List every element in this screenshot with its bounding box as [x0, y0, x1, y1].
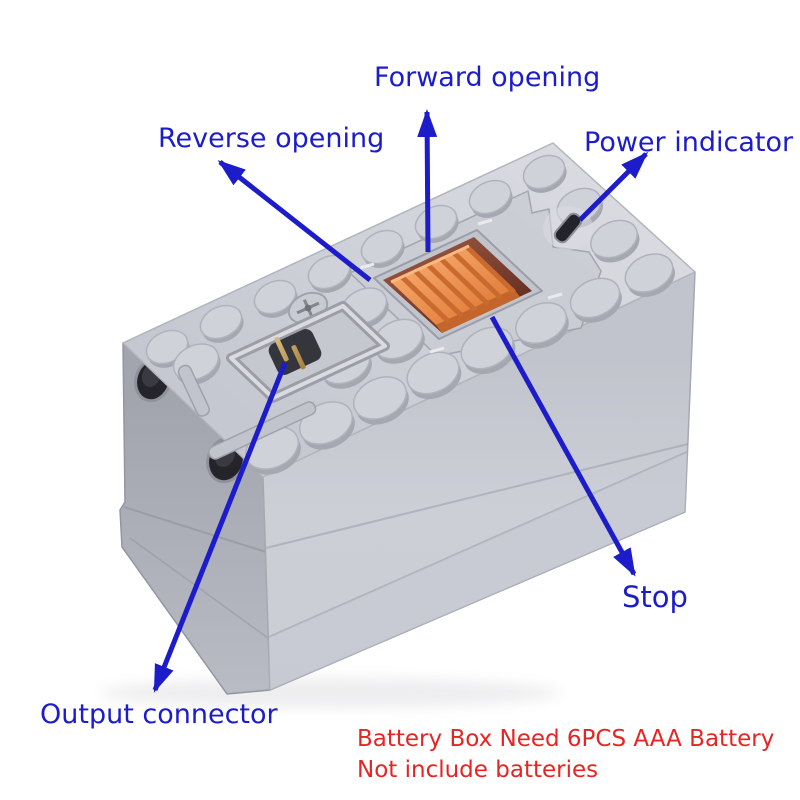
stud — [352, 376, 409, 425]
stud — [307, 254, 352, 293]
label-forward-opening: Forward opening — [374, 62, 601, 93]
stud — [590, 219, 640, 263]
label-output-connector: Output connector — [40, 699, 278, 730]
label-reverse-opening: Reverse opening — [158, 123, 385, 154]
stud — [460, 326, 516, 375]
stud — [360, 229, 405, 268]
label-stop: Stop — [622, 580, 688, 614]
stud — [199, 304, 244, 343]
right-face — [262, 271, 696, 691]
ground-shadow — [100, 678, 560, 708]
arrow-forward-opening — [417, 109, 438, 253]
switch-markers — [359, 218, 563, 354]
switch-orange — [390, 244, 520, 333]
arrow-output-connector — [152, 362, 288, 693]
stud — [515, 302, 569, 349]
stud — [624, 253, 676, 298]
note-batteries-not-included: Not include batteries — [357, 757, 599, 783]
studs — [145, 154, 676, 475]
note-battery-requirement: Battery Box Need 6PCS AAA Battery — [357, 726, 775, 752]
stud — [468, 179, 513, 218]
arrow-reverse-opening — [217, 160, 372, 282]
arrow-stop — [489, 315, 637, 577]
connector-pins — [274, 337, 306, 370]
label-power-indicator: Power indicator — [584, 127, 794, 158]
stud — [253, 279, 298, 318]
stud — [522, 154, 567, 193]
top-face — [122, 142, 696, 478]
battery-box — [119, 142, 696, 695]
stud — [569, 277, 622, 323]
stud — [406, 351, 462, 400]
arrow-power-indicator — [578, 151, 649, 222]
